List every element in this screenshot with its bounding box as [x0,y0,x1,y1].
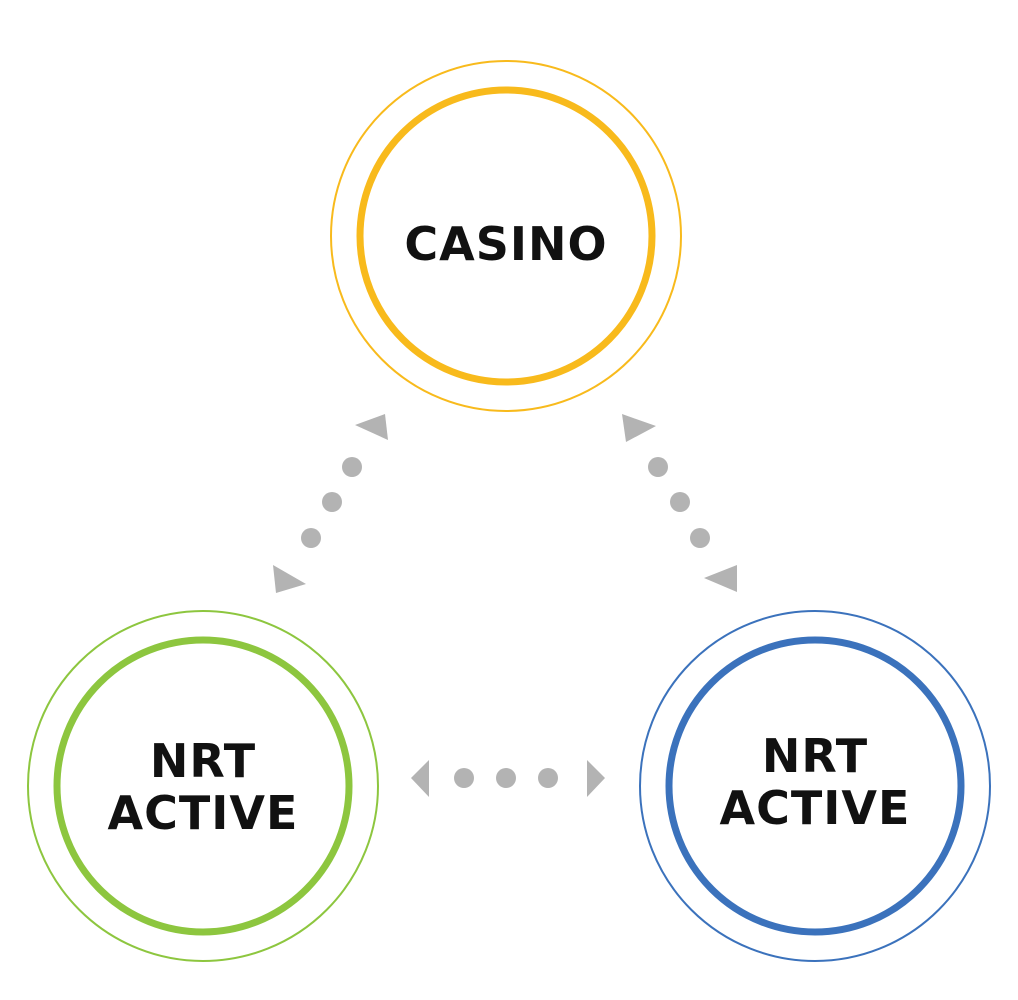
connector-casino-to-left [273,414,388,593]
connector-dot [690,528,710,548]
node-nrt-active-left-label-line1: NRT [150,734,256,788]
connector-dot [648,457,668,477]
node-nrt-active-right-label-line2: ACTIVE [720,781,911,835]
node-nrt-active-left: NRT ACTIVE [27,610,379,962]
connector-casino-left-arrowhead-top [355,414,388,440]
connector-dot [342,457,362,477]
connector-dot [496,768,516,788]
connector-dot [322,492,342,512]
node-nrt-active-left-inner-ring [53,636,353,936]
node-nrt-active-right-label-line1: NRT [762,729,868,783]
node-nrt-active-right-outer-ring [639,610,991,962]
node-casino-outer-ring [330,60,682,412]
node-nrt-active-left-outer-ring [27,610,379,962]
node-nrt-active-right-inner-ring [665,636,965,936]
connector-left-to-right [411,760,605,797]
node-casino-inner-ring [356,86,656,386]
connector-dot [538,768,558,788]
connector-dot [301,528,321,548]
connector-casino-right-arrowhead-bottom [704,565,737,592]
connector-dot [670,492,690,512]
connector-casino-left-arrowhead-bottom [273,565,306,593]
node-casino: CASINO [330,60,682,412]
connector-casino-to-right [622,414,737,592]
connector-casino-right-arrowhead-top [622,414,656,442]
connector-left-right-arrowhead-left [411,760,429,797]
connector-dot [454,768,474,788]
connector-left-right-arrowhead-right [587,760,605,797]
node-nrt-active-left-label-line2: ACTIVE [108,786,299,840]
node-nrt-active-right: NRT ACTIVE [639,610,991,962]
node-casino-label: CASINO [404,217,607,271]
